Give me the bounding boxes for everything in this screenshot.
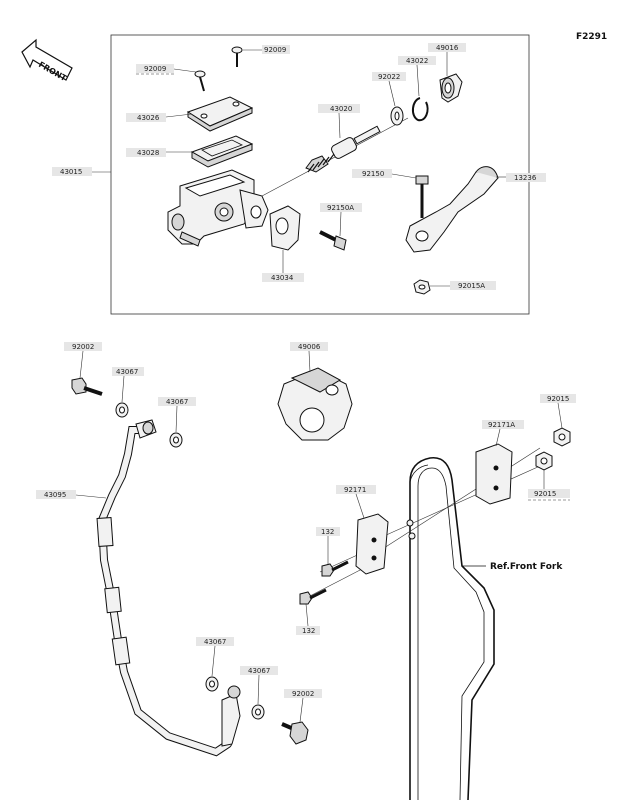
- brake-hose-icon: [96, 419, 241, 757]
- screw-92009-b-icon: [194, 70, 206, 92]
- label-43028[interactable]: 43028: [126, 148, 192, 157]
- nut-92015-a-icon: [553, 427, 571, 447]
- label-43067-d[interactable]: 43067: [240, 666, 278, 705]
- piston-assembly-icon: [305, 125, 381, 173]
- label-132-a[interactable]: 132: [316, 527, 340, 564]
- master-cylinder-group-frame: [110, 34, 530, 315]
- label-92009-b[interactable]: 92009: [136, 64, 197, 75]
- svg-text:92009: 92009: [264, 46, 286, 54]
- washer-43067-d-icon: [251, 704, 265, 720]
- svg-text:49016: 49016: [436, 44, 459, 52]
- label-43015[interactable]: 43015: [52, 167, 111, 176]
- label-92015-b[interactable]: 92015: [528, 470, 570, 501]
- mount-line-a: [383, 465, 541, 537]
- svg-text:43015: 43015: [60, 168, 82, 176]
- svg-text:92171A: 92171A: [488, 421, 515, 429]
- label-43034[interactable]: 43034: [262, 250, 304, 282]
- label-43022[interactable]: 43022: [398, 56, 436, 97]
- dust-boot-icon: [439, 73, 463, 103]
- label-92002-top[interactable]: 92002: [64, 342, 102, 379]
- svg-text:92022: 92022: [378, 73, 400, 81]
- label-43067-c[interactable]: 43067: [196, 637, 234, 677]
- label-13236[interactable]: 13236: [496, 173, 546, 182]
- label-49016[interactable]: 49016: [428, 43, 466, 76]
- pivot-bolt-icon: [415, 175, 429, 218]
- svg-text:92002: 92002: [292, 690, 314, 698]
- label-92171[interactable]: 92171: [336, 485, 376, 519]
- hose-guide-49006-icon: [277, 367, 353, 441]
- mount-line-d: [305, 567, 365, 599]
- washer-43067-a-icon: [115, 402, 129, 418]
- front-arrow-icon: FRONT: [21, 38, 73, 83]
- label-49006[interactable]: 49006: [290, 342, 328, 373]
- label-92150[interactable]: 92150: [352, 169, 417, 179]
- label-92015-a[interactable]: 92015: [540, 394, 576, 429]
- svg-text:92171: 92171: [344, 486, 366, 494]
- svg-text:43067: 43067: [248, 667, 270, 675]
- reference-note: Ref.Front Fork: [490, 562, 563, 572]
- svg-text:92015: 92015: [547, 395, 569, 403]
- label-92009-a[interactable]: 92009: [243, 45, 290, 54]
- svg-text:43067: 43067: [116, 368, 138, 376]
- label-92015a[interactable]: 92015A: [430, 281, 496, 290]
- nut-92015-b-icon: [535, 451, 553, 471]
- reservoir-cap-icon: [186, 96, 254, 132]
- svg-text:43095: 43095: [44, 491, 66, 499]
- label-92022[interactable]: 92022: [372, 72, 406, 107]
- svg-text:92009: 92009: [144, 65, 166, 73]
- nut-92015a-icon: [413, 279, 431, 295]
- banjo-bolt-bottom-icon: [281, 721, 309, 745]
- figure-code: F2291: [576, 32, 607, 42]
- svg-text:43067: 43067: [204, 638, 226, 646]
- bolt-132-a-icon: [321, 560, 349, 577]
- svg-text:43020: 43020: [330, 105, 352, 113]
- hose-clamp-92171a-icon: [475, 443, 513, 505]
- banjo-bolt-top-icon: [71, 377, 103, 396]
- label-43067-a[interactable]: 43067: [112, 367, 144, 403]
- label-43026[interactable]: 43026: [126, 113, 193, 122]
- svg-text:13236: 13236: [514, 174, 537, 182]
- svg-text:43034: 43034: [271, 274, 294, 282]
- label-92171a[interactable]: 92171A: [482, 420, 524, 447]
- clamp-bolt-icon: [319, 230, 347, 251]
- svg-text:92150: 92150: [362, 170, 384, 178]
- front-fork-outline-icon: [409, 456, 495, 800]
- svg-text:43028: 43028: [137, 149, 159, 157]
- clamp-holder-icon: [269, 205, 301, 251]
- svg-text:92002: 92002: [72, 343, 94, 351]
- mount-line-b: [383, 447, 541, 549]
- bolt-132-b-icon: [299, 588, 327, 605]
- svg-text:92015: 92015: [534, 490, 556, 498]
- svg-text:43067: 43067: [166, 398, 188, 406]
- svg-text:92150A: 92150A: [327, 204, 354, 212]
- master-cylinder-body-icon: [167, 169, 269, 247]
- label-43095[interactable]: 43095: [36, 490, 107, 499]
- label-92150a[interactable]: 92150A: [320, 203, 362, 237]
- washer-92022-icon: [390, 106, 404, 126]
- svg-text:43026: 43026: [137, 114, 160, 122]
- label-43067-b[interactable]: 43067: [158, 397, 196, 433]
- svg-text:43022: 43022: [406, 57, 428, 65]
- diaphragm-icon: [190, 135, 254, 168]
- clutch-lever-icon: [405, 166, 499, 253]
- svg-text:132: 132: [321, 528, 334, 536]
- washer-43067-b-icon: [169, 432, 183, 448]
- washer-43067-c-icon: [205, 676, 219, 692]
- hose-clamp-92171-icon: [355, 513, 416, 575]
- svg-text:92015A: 92015A: [458, 282, 485, 290]
- circlip-43022-icon: [412, 97, 429, 122]
- svg-text:132: 132: [302, 627, 315, 635]
- label-132-b[interactable]: 132: [296, 603, 320, 635]
- svg-text:49006: 49006: [298, 343, 321, 351]
- label-92002-bottom[interactable]: 92002: [284, 689, 322, 723]
- label-43020[interactable]: 43020: [318, 104, 360, 139]
- screw-92009-a-icon: [231, 46, 243, 67]
